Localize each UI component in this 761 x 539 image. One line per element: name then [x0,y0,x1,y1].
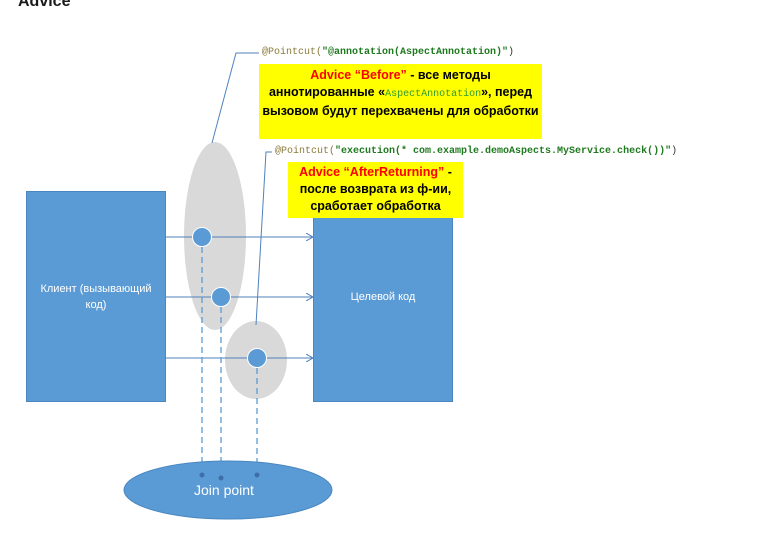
pointcut-before-close: ) [508,47,515,58]
connector-after [255,151,272,326]
advice-before-note: Advice “Before” - все методы аннотирован… [259,64,542,139]
client-box: Клиент (вызывающий код) [26,191,166,402]
join-point-label: Join point [194,482,254,498]
page-title: Advice [18,0,71,10]
pointcut-after-code: @Pointcut("execution(* com.example.demoA… [275,146,677,157]
join-dot-2 [218,475,224,481]
join-dot-3 [254,472,260,478]
pointcut-before-ellipse [184,142,246,330]
target-box: Целевой код [313,191,453,402]
pointcut-before-expression: "@annotation(AspectAnnotation)" [322,47,509,58]
pointcut-after-expression: "execution(* com.example.demoAspects.MyS… [335,146,672,157]
join-dot-1 [199,472,205,478]
advice-before-text1: - все методы аннотированные « [268,68,491,99]
advice-before-name: Advice “Before” [310,68,407,82]
advice-after-text1: - после возврата из ф-ии, сработает обра… [299,165,452,213]
advice-after-name: Advice “AfterReturning” [299,165,445,179]
connector-before [211,52,259,144]
pointcut-after-close: ) [671,146,678,157]
pointcut-before-annotation: @Pointcut( [262,47,323,58]
join-point-marker-2 [211,287,231,307]
advice-before-text2: », перед вызовом будут перехвачены для о… [262,85,539,118]
join-point-marker-1 [192,227,212,247]
client-box-label: Клиент (вызывающий код) [40,282,152,311]
advice-after-note: Advice “AfterReturning” - после возврата… [288,162,463,218]
target-box-label: Целевой код [350,290,416,303]
join-point-marker-3 [247,348,267,368]
join-point-ellipse [123,460,333,520]
advice-before-code: AspectAnnotation [385,89,482,100]
pointcut-before-code: @Pointcut("@annotation(AspectAnnotation)… [262,47,514,58]
pointcut-after-annotation: @Pointcut( [275,146,336,157]
